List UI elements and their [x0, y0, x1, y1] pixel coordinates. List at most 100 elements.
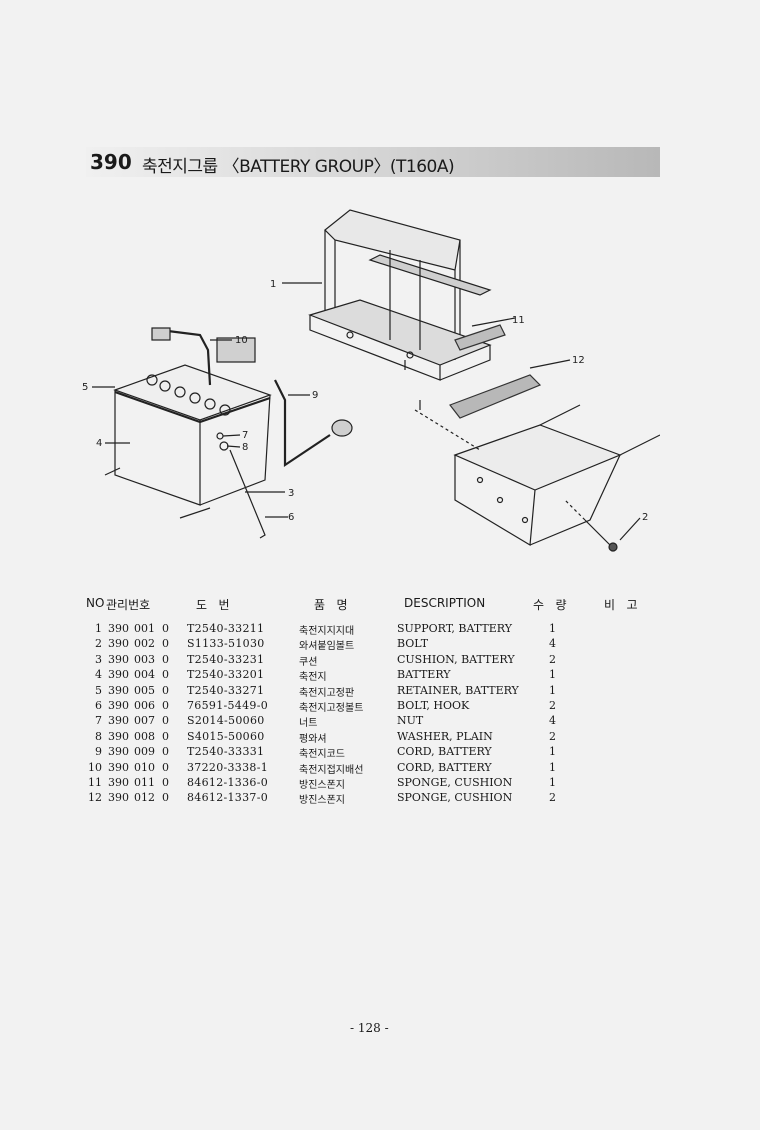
- sponge-cushion-12: [449, 374, 542, 419]
- bolt-2: [564, 499, 618, 552]
- cell-serial: 002: [134, 637, 155, 651]
- page-number: - 128 -: [350, 1021, 389, 1035]
- table-body: 1 390 001 0 T2540-33211 축전지지지대 SUPPORT, …: [88, 622, 608, 807]
- callout-3: 3: [288, 488, 294, 499]
- cell-qty: 2: [549, 652, 556, 666]
- cell-group: 390: [108, 683, 129, 697]
- cell-description: CORD, BATTERY: [397, 745, 492, 759]
- cell-no: 1: [95, 622, 102, 635]
- battery-retainer-5: [114, 390, 271, 424]
- cell-serial: 009: [134, 745, 155, 759]
- cell-no: 4: [95, 668, 102, 682]
- cell-drawing: T2540-33231: [187, 652, 265, 666]
- cell-name: 방진스폰지: [299, 795, 345, 807]
- cell-rev: 0: [162, 714, 169, 728]
- table-row: 9 390 009 0 T2540-33331 축전지코드 CORD, BATT…: [88, 745, 608, 760]
- cell-rev: 0: [162, 622, 169, 635]
- cell-rev: 0: [162, 729, 169, 743]
- table-row: 3 390 003 0 T2540-33231 쿠션 CUSHION, BATT…: [88, 653, 608, 668]
- cell-name: 축전지고정판: [299, 687, 355, 699]
- group-number: 390: [90, 150, 132, 174]
- cell-serial: 007: [134, 714, 155, 728]
- section-header: 390 축전지그룹 〈BATTERY GROUP〉(T160A): [86, 147, 660, 177]
- table-row: 6 390 006 0 76591-5449-0 축전지고정볼트 BOLT, H…: [88, 699, 608, 714]
- battery-cord-9: [274, 379, 353, 468]
- cell-rev: 0: [162, 637, 169, 651]
- col-header-qty: 수 량: [533, 598, 567, 612]
- table-row: 8 390 008 0 S4015-50060 평와셔 WASHER, PLAI…: [88, 730, 608, 745]
- cell-qty: 1: [549, 683, 556, 697]
- cell-no: 2: [95, 637, 102, 651]
- cell-description: SPONGE, CUSHION: [397, 775, 513, 789]
- cell-serial: 004: [134, 668, 155, 682]
- cell-serial: 001: [134, 622, 155, 635]
- table-row: 4 390 004 0 T2540-33201 축전지 BATTERY 1: [88, 668, 608, 683]
- callout-5: 5: [82, 382, 88, 393]
- cell-rev: 0: [162, 683, 169, 697]
- cell-rev: 0: [162, 760, 169, 774]
- cell-rev: 0: [162, 775, 169, 789]
- cell-qty: 2: [549, 729, 556, 743]
- cell-drawing: T2540-33201: [187, 668, 265, 682]
- sponge-cushion-11: [454, 324, 506, 351]
- cell-drawing: T2540-33211: [187, 622, 265, 635]
- cell-rev: 0: [162, 652, 169, 666]
- table-row: 5 390 005 0 T2540-33271 축전지고정판 RETAINER,…: [88, 684, 608, 699]
- col-header-name: 품 명: [314, 598, 348, 612]
- cell-serial: 012: [134, 791, 155, 805]
- cell-name: 너트: [299, 718, 318, 730]
- cell-name: 축전지고정볼트: [299, 702, 364, 714]
- cell-drawing: T2540-33331: [187, 745, 265, 759]
- cell-qty: 2: [549, 698, 556, 712]
- cell-rev: 0: [162, 698, 169, 712]
- cell-group: 390: [108, 668, 129, 682]
- col-header-mgmt-no: 관리번호: [106, 598, 151, 612]
- col-header-no: NO: [86, 596, 105, 610]
- cell-name: 방진스폰지: [299, 779, 345, 791]
- cell-group: 390: [108, 775, 129, 789]
- cell-no: 5: [95, 683, 102, 697]
- cell-drawing: S1133-51030: [187, 637, 265, 651]
- cell-rev: 0: [162, 668, 169, 682]
- cell-group: 390: [108, 622, 129, 635]
- table-row: 10 390 010 0 37220-3338-1 축전지접지배선 CORD, …: [88, 761, 608, 776]
- cell-name: 축전지: [299, 672, 327, 684]
- cell-description: CORD, BATTERY: [397, 760, 492, 774]
- cell-description: BOLT: [397, 637, 429, 651]
- callout-7: 7: [242, 430, 248, 441]
- callout-2: 2: [642, 512, 648, 523]
- cell-name: 축전지지지대: [299, 626, 355, 637]
- cell-description: SUPPORT, BATTERY: [397, 622, 512, 635]
- cell-drawing: S4015-50060: [187, 729, 265, 743]
- callout-8: 8: [242, 442, 248, 453]
- cell-drawing: 76591-5449-0: [187, 698, 269, 712]
- cell-group: 390: [108, 637, 129, 651]
- cell-no: 11: [88, 775, 102, 789]
- cell-qty: 1: [549, 745, 556, 759]
- cell-group: 390: [108, 714, 129, 728]
- tractor-frame: [414, 404, 660, 547]
- col-header-description: DESCRIPTION: [404, 596, 486, 610]
- battery-support-frame: [308, 209, 492, 410]
- cell-name: 축전지접지배선: [299, 764, 364, 776]
- cell-no: 12: [88, 791, 102, 805]
- cell-description: BOLT, HOOK: [397, 698, 470, 712]
- callout-9: 9: [312, 390, 318, 401]
- table-row: 12 390 012 0 84612-1337-0 방진스폰지 SPONGE, …: [88, 791, 608, 806]
- cell-group: 390: [108, 760, 129, 774]
- cell-no: 7: [95, 714, 102, 728]
- callout-4: 4: [96, 438, 102, 449]
- section-title: 축전지그룹 〈BATTERY GROUP〉(T160A): [142, 157, 455, 177]
- cell-qty: 4: [549, 637, 556, 651]
- cell-description: NUT: [397, 714, 424, 728]
- table-row: 11 390 011 0 84612-1336-0 방진스폰지 SPONGE, …: [88, 776, 608, 791]
- cell-no: 6: [95, 698, 102, 712]
- callout-10: 10: [235, 335, 248, 346]
- col-header-remarks: 비 고: [604, 598, 638, 612]
- cell-rev: 0: [162, 791, 169, 805]
- cell-drawing: 84612-1336-0: [187, 775, 269, 789]
- cell-description: RETAINER, BATTERY: [397, 683, 519, 697]
- cell-qty: 2: [549, 791, 556, 805]
- cell-group: 390: [108, 652, 129, 666]
